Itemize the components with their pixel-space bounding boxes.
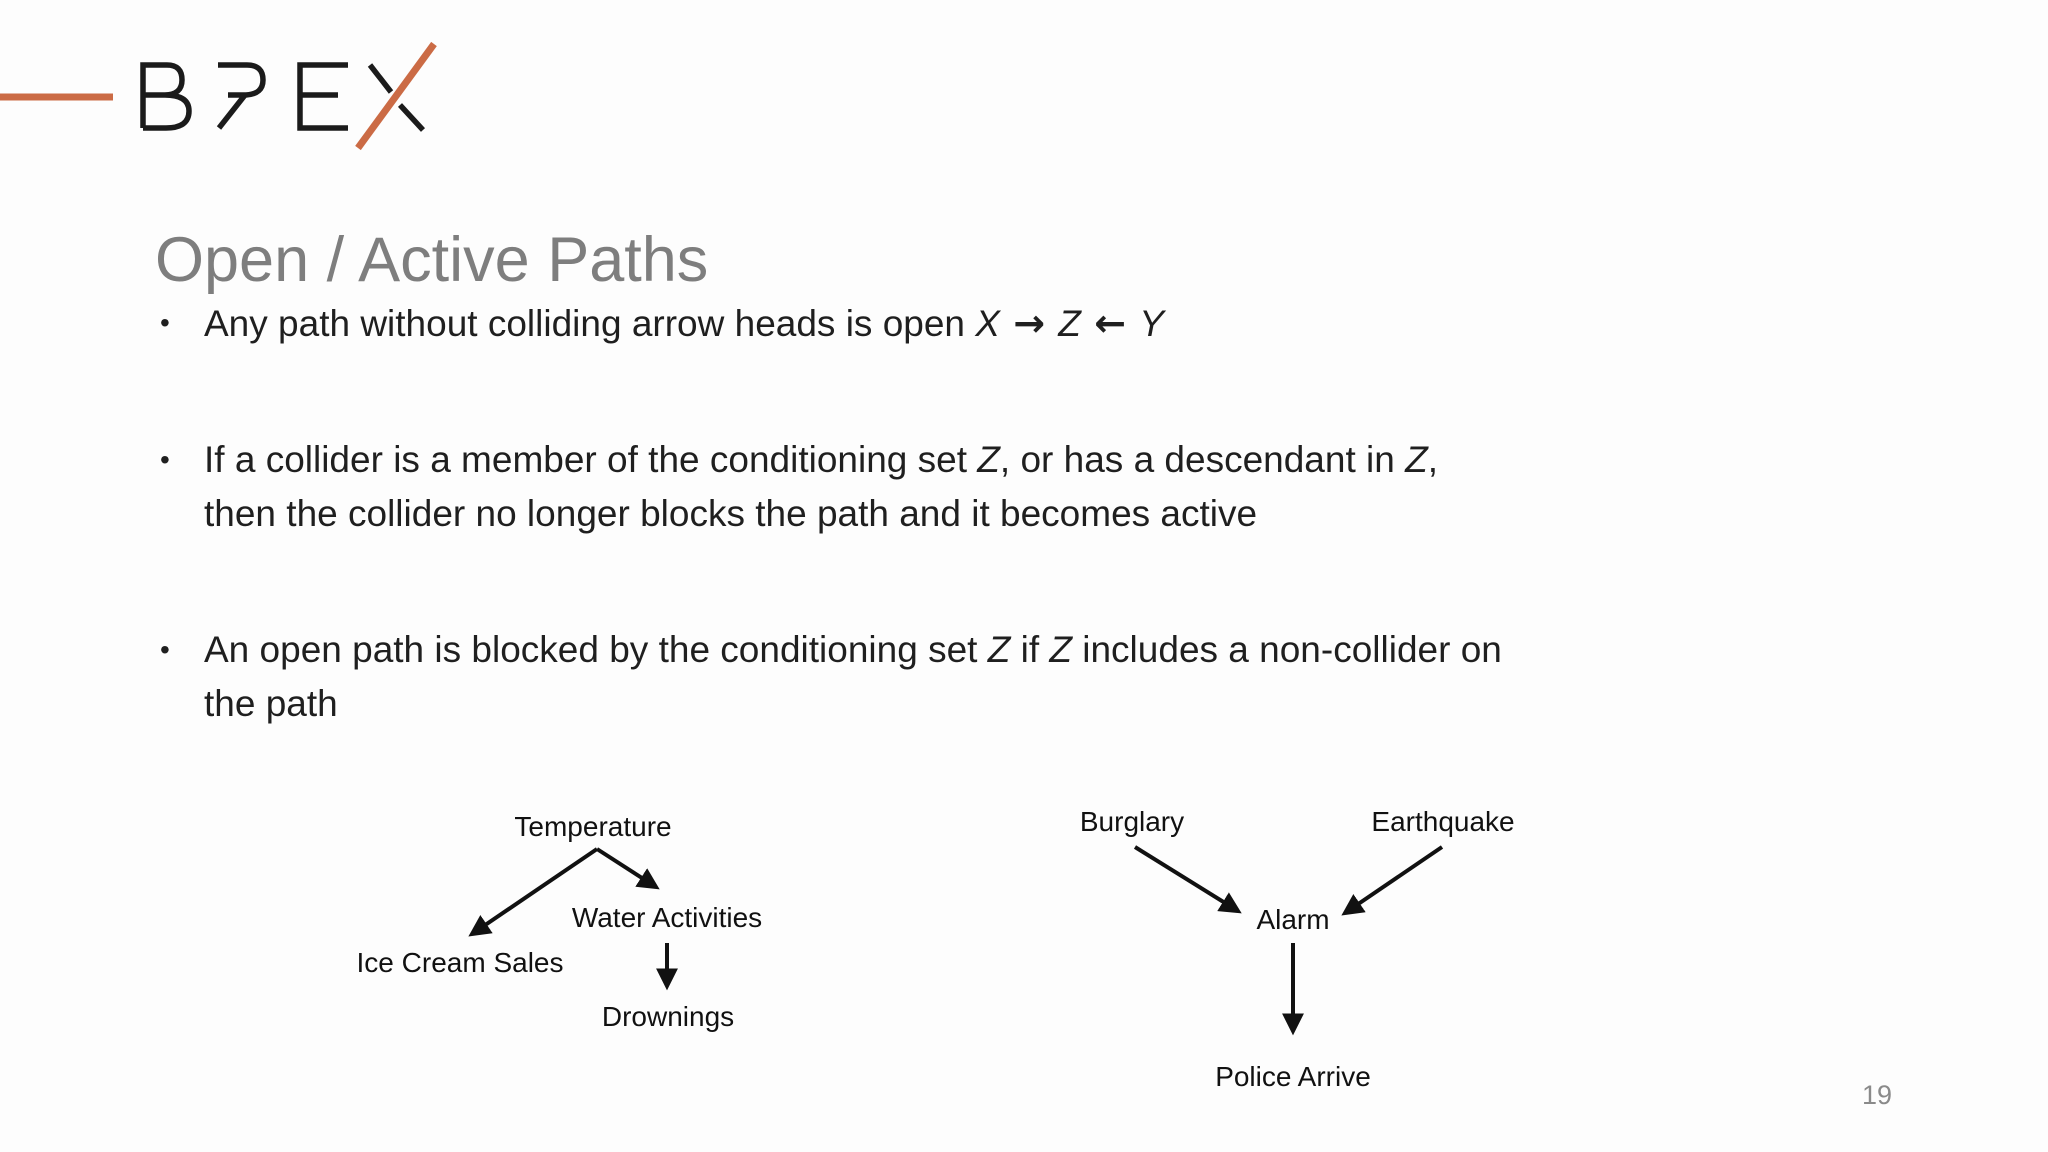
- node-temperature: Temperature: [514, 811, 672, 842]
- bullet-segment: then the collider no longer blocks the p…: [204, 493, 1258, 534]
- logo-letter-b: [140, 62, 192, 131]
- collider-arrows: [1133, 845, 1444, 1036]
- formula-variable: Z: [1405, 439, 1428, 480]
- bullet-segment: ,: [1427, 439, 1438, 480]
- bullet-list: • Any path without colliding arrow heads …: [160, 296, 1900, 813]
- formula-variable: Z: [987, 629, 1011, 670]
- logo-letter-r: [216, 62, 266, 130]
- formula-arrow: ←: [1080, 301, 1140, 345]
- brex-logo: [0, 28, 470, 168]
- formula-variable: Z: [1049, 629, 1072, 670]
- bullet-item: • Any path without colliding arrow heads …: [160, 296, 1900, 351]
- bullet-marker: •: [160, 634, 170, 665]
- node-burglary: Burglary: [1079, 806, 1185, 837]
- edge-temperature-ice-cream-sales: [468, 847, 599, 937]
- bullet-marker: •: [160, 444, 170, 475]
- node-alarm: Alarm: [1256, 904, 1330, 935]
- bullet-segment: if: [1010, 629, 1050, 670]
- formula-variable: Z: [977, 439, 1000, 480]
- page-title: Open / Active Paths: [155, 225, 709, 296]
- node-police-arrive: Police Arrive: [1215, 1061, 1371, 1092]
- logo-letter-x: [367, 63, 426, 132]
- node-water-activities: Water Activities: [571, 902, 763, 933]
- bullet-item: • An open path is blocked by the conditio…: [160, 623, 1900, 731]
- formula-variable: Z: [1058, 303, 1081, 344]
- node-drownings: Drownings: [601, 1001, 735, 1032]
- logo-letter-e: [297, 62, 348, 131]
- bullet-segment: If a collider is a member of the conditi…: [204, 439, 978, 480]
- bullet-segment: includes a non-collider on: [1071, 629, 1502, 670]
- formula-arrow: →: [999, 301, 1059, 345]
- bullet-segment: Any path without colliding arrow heads i…: [204, 303, 976, 344]
- edge-earthquake-alarm: [1341, 845, 1444, 916]
- edge-temperature-water-activities: [595, 847, 660, 890]
- bullet-segment: , or has a descendant in: [999, 439, 1406, 480]
- node-ice-cream-sales: Ice Cream Sales: [356, 947, 564, 978]
- bullet-text: Any path without colliding arrow heads i…: [204, 296, 1900, 351]
- page-number: 19: [1861, 1080, 1892, 1110]
- bullet-item: • If a collider is a member of the condit…: [160, 433, 1900, 541]
- collider-diagram: Burglary Earthquake Alarm Police Arrive: [1060, 780, 1680, 1120]
- bullet-text: If a collider is a member of the conditi…: [204, 433, 1900, 541]
- bullet-segment: the path: [204, 683, 338, 724]
- bullet-marker: •: [160, 307, 170, 338]
- formula-variable: X: [975, 303, 1000, 344]
- bullet-text: An open path is blocked by the condition…: [204, 623, 1900, 731]
- chain-fork-arrows: [468, 847, 678, 991]
- bullet-segment: An open path is blocked by the condition…: [204, 629, 988, 670]
- brex-logo-graphic: [0, 41, 437, 151]
- edge-burglary-alarm: [1133, 845, 1242, 914]
- chain-fork-diagram: Temperature Water Activities Ice Cream S…: [330, 790, 810, 1060]
- node-earthquake: Earthquake: [1371, 806, 1515, 837]
- formula-variable: Y: [1139, 303, 1164, 344]
- logo-orange-slash: [355, 41, 437, 151]
